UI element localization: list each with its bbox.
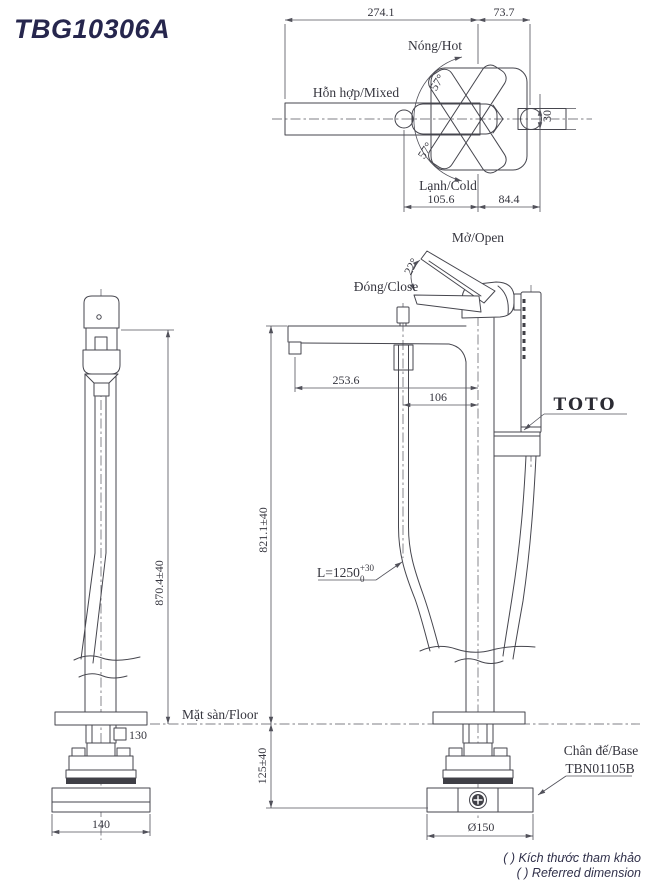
footnote-english: ( ) Referred dimension [517, 866, 641, 880]
shower-spray-dots [522, 299, 526, 359]
dim-label-870: 870.4±40 [152, 560, 166, 606]
square-symbol [113, 727, 127, 741]
break-line-side [73, 655, 141, 661]
dim-label-130: 130 [129, 728, 147, 742]
diverter-knob [396, 306, 410, 324]
dim-label-125: 125±40 [255, 748, 269, 785]
front-view-linework [150, 250, 640, 840]
logo-leader [523, 413, 545, 431]
base-leader [537, 775, 567, 796]
base-label-line2: TBN01105B [565, 761, 634, 776]
break-line [419, 645, 536, 653]
page-title: TBG10306A [14, 14, 170, 44]
hose-tol-lower: 0 [360, 574, 365, 584]
handle-side [83, 295, 120, 329]
seal-ring [443, 778, 513, 784]
floor-label: Mặt sàn/Floor [182, 707, 259, 722]
diverter-top [394, 109, 414, 129]
hose-leader [375, 561, 403, 581]
lever-closed-position [413, 294, 482, 313]
dim-label-140: 140 [92, 817, 110, 831]
shower-holder-arm-top [517, 108, 567, 130]
footnote-vietnamese: ( ) Kích thước tham khảo [503, 851, 641, 865]
toto-logo: TOTO [554, 395, 617, 415]
lever-hot-position [428, 64, 507, 170]
dim-label-30: 30 [540, 110, 554, 122]
label-mixed: Hỗn hợp/Mixed [313, 85, 400, 100]
dim-label-821: 821.1±40 [256, 507, 270, 553]
label-hot: Nóng/Hot [408, 38, 462, 53]
dim-label-274: 274.1 [368, 5, 395, 19]
label-open: Mở/Open [452, 230, 504, 245]
dim-label-73: 73.7 [494, 5, 515, 19]
dim-label-105: 105.6 [428, 192, 455, 206]
dim-label-84: 84.4 [499, 192, 520, 206]
handle-pivot-dot [96, 314, 102, 320]
lever-mixed-position [411, 103, 498, 135]
dim-label-150: Ø150 [468, 820, 495, 834]
screw-icon [469, 791, 487, 809]
seal-ring-side [66, 778, 136, 784]
handle-rotation-arc [413, 56, 463, 182]
hose-tol-upper: +30 [360, 563, 375, 573]
spout-side [82, 349, 121, 375]
label-cold: Lạnh/Cold [419, 178, 477, 193]
hose-length-value: L=1250 [317, 565, 360, 580]
dim-label-106: 106 [429, 390, 447, 404]
side-view-linework [51, 289, 174, 840]
hand-shower [520, 291, 542, 434]
aerator-side [93, 382, 110, 397]
dim-label-253: 253.6 [333, 373, 360, 387]
angle-cold-label: 57° [415, 139, 436, 161]
angle-hot-label: 57° [427, 71, 448, 93]
base-box-side [51, 787, 151, 813]
lever-open-position [420, 250, 496, 304]
base-label-line1: Chân đế/Base [564, 743, 639, 758]
angle-open-label: 22° [401, 256, 421, 278]
label-close: Đóng/Close [354, 279, 419, 294]
lever-cold-position [428, 68, 507, 174]
lever-angle-arc [409, 259, 421, 292]
aerator [288, 341, 302, 355]
floor-plate-side [54, 711, 148, 726]
floor-plate [432, 711, 526, 725]
top-view-linework [272, 17, 592, 212]
